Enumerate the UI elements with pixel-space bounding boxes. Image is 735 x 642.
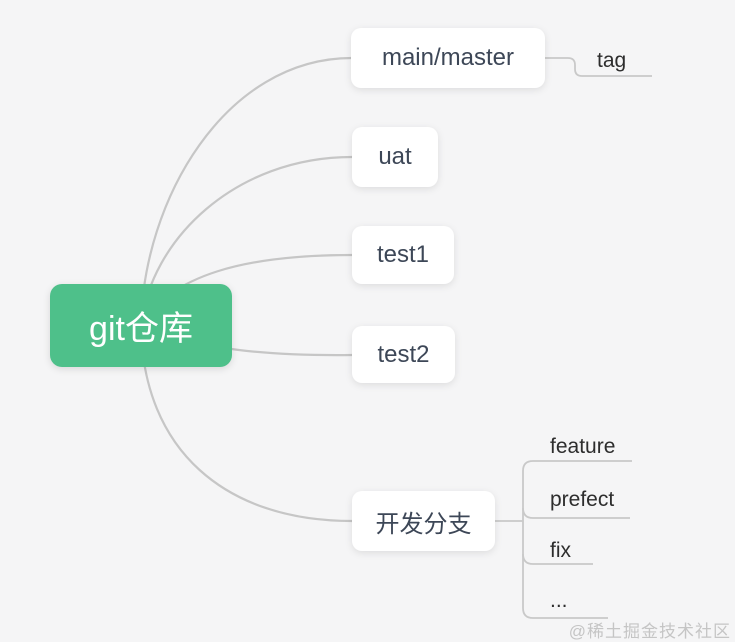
node-uat[interactable]: uat	[352, 127, 438, 187]
connector-root-to-dev-branch	[139, 324, 354, 523]
connector-main-master-to-tag	[545, 57, 652, 77]
node-dev-branch-label: 开发分支	[375, 510, 472, 538]
leaf-node-ellipsis[interactable]: ...	[550, 589, 568, 612]
connector-dev-trunk-feature-dots	[522, 460, 632, 619]
node-uat-label: uat	[378, 143, 412, 170]
root-node-label: git仓库	[89, 310, 193, 348]
leaf-node-tag[interactable]: tag	[597, 49, 627, 72]
connector-dev-to-fix	[522, 553, 593, 565]
leaf-node-feature[interactable]: feature	[550, 435, 616, 458]
watermark: @稀土掘金技术社区	[568, 622, 731, 641]
leaf-node-fix[interactable]: fix	[550, 539, 571, 562]
node-test1[interactable]: test1	[352, 226, 454, 284]
root-node-git-repo[interactable]: git仓库	[50, 284, 232, 367]
leaf-node-prefect[interactable]: prefect	[550, 488, 615, 511]
connector-root-to-main-master	[139, 56, 354, 328]
node-test2[interactable]: test2	[352, 326, 455, 383]
connector-dev-to-prefect	[522, 507, 630, 519]
node-main-master[interactable]: main/master	[351, 28, 545, 88]
node-test1-label: test1	[376, 241, 430, 268]
node-test2-label: test2	[377, 340, 430, 368]
node-dev-branch[interactable]: 开发分支	[352, 491, 495, 551]
node-main-master-label: main/master	[381, 44, 515, 71]
